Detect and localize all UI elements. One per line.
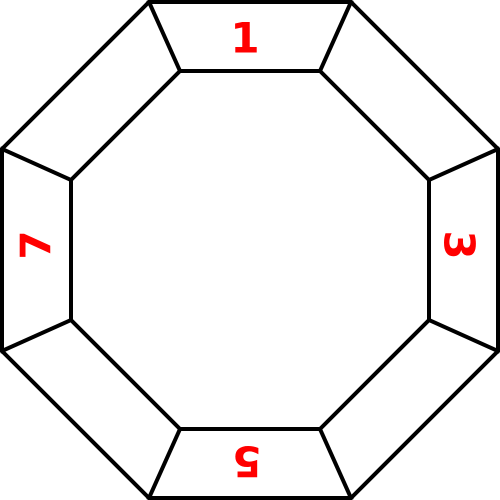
side-label-left: 7 [12,230,61,259]
inner-octagon [69,69,431,431]
side-label-top: 1 [230,14,259,63]
side-label-bottom: 5 [232,437,261,486]
connector-bottom-right [317,426,354,500]
connector-right-bottom [426,317,500,354]
side-label-right: 3 [435,230,484,259]
connector-top-right [317,0,354,74]
connector-bottom-left [146,426,183,500]
connector-right-top [426,146,500,183]
connector-left-bottom [0,317,74,354]
connector-left-top [0,146,74,183]
connector-top-left [146,0,183,74]
